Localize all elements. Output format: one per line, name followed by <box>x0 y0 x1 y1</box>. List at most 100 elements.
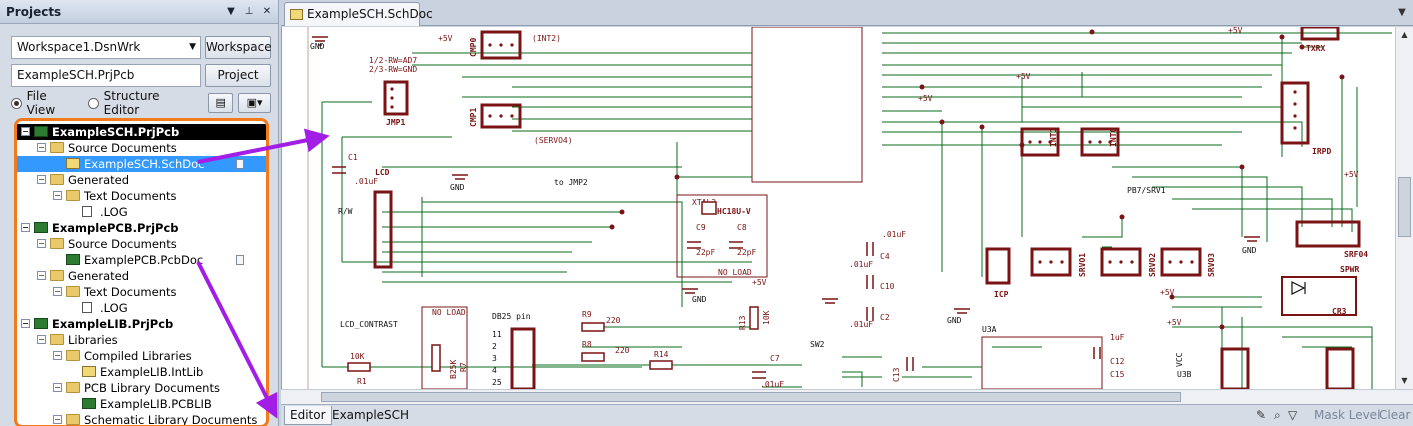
collapse-toggle-icon[interactable]: − <box>53 191 62 200</box>
collapse-toggle-icon[interactable]: − <box>21 319 30 328</box>
tree-item-label: ExampleLIB.PrjPcb <box>52 317 174 331</box>
tree-item[interactable]: −Schematic Library Documents <box>17 412 266 425</box>
folder-icon <box>50 174 64 185</box>
tree-item[interactable]: .LOG <box>17 204 266 220</box>
tree-item[interactable]: −Libraries <box>17 332 266 348</box>
collapse-toggle-icon[interactable]: − <box>53 287 62 296</box>
collapse-toggle-icon[interactable]: − <box>37 335 46 344</box>
project-field[interactable]: ExampleSCH.PrjPcb <box>11 64 201 87</box>
label-c1v: .01uF <box>354 177 378 186</box>
tree-item[interactable]: ExampleLIB.PCBLIB <box>17 396 266 412</box>
ref-int1: INT1 <box>1049 128 1058 147</box>
tree-item-label: Source Documents <box>68 237 177 251</box>
structure-editor-label[interactable]: Structure Editor <box>103 89 160 117</box>
resistors <box>347 306 759 372</box>
mask-level-button[interactable]: Mask Level <box>1314 408 1381 422</box>
project-options-icon[interactable]: ▤ <box>208 93 234 113</box>
collapse-toggle-icon[interactable]: − <box>53 351 62 360</box>
collapse-toggle-icon[interactable]: − <box>37 271 46 280</box>
tree-item[interactable]: − ExampleLIB.PrjPcb <box>17 316 266 332</box>
tree-item[interactable]: −Compiled Libraries <box>17 348 266 364</box>
filter-icon[interactable]: ▽ <box>1288 408 1298 422</box>
projects-panel-header: Projects ▼ ⊥ ✕ <box>0 0 278 24</box>
tree-item[interactable]: − ExampleSCH.PrjPcb <box>17 124 266 140</box>
editor-tab[interactable]: Editor <box>284 406 332 425</box>
schematic-canvas[interactable]: GND +5V 1/2-RW=AD7 2/3-RW=GND (INT2) (SE… <box>281 27 1395 389</box>
label-pin-25: 25 <box>492 378 502 387</box>
pin-icon[interactable]: ⊥ <box>244 5 254 17</box>
label-gnd-6: GND <box>450 183 465 192</box>
pencil-icon[interactable]: ✎ <box>1256 408 1267 422</box>
label-vcc-4: +5V <box>1160 288 1175 297</box>
workspace-button[interactable]: Workspace <box>205 36 272 59</box>
tree-item[interactable]: − PCB Library Documents <box>17 380 266 396</box>
vertical-scroll-thumb[interactable] <box>1398 177 1411 237</box>
tree-item[interactable]: .LOG <box>17 300 266 316</box>
pcb-doc-icon <box>66 254 80 265</box>
wires <box>321 32 1392 389</box>
tree-item-label: Text Documents <box>84 189 177 203</box>
magnifier-icon[interactable]: ⌕ <box>1274 408 1281 422</box>
scroll-up-icon[interactable]: ▲ <box>1401 30 1408 39</box>
label-r9: R9 <box>582 310 592 319</box>
collapse-toggle-icon[interactable]: − <box>21 223 30 232</box>
ref-irpd: IRPD <box>1312 147 1331 156</box>
label-vcc-6: +5V <box>1016 72 1031 81</box>
tree-item-label: ExamplePCB.PcbDoc <box>84 253 204 267</box>
panel-menu-icon[interactable]: ▼ <box>227 5 235 17</box>
label-r9v: 220 <box>606 316 621 325</box>
project-button[interactable]: Project <box>205 64 271 87</box>
label-c8: C8 <box>737 223 747 232</box>
folder-icon <box>50 238 64 249</box>
ref-srvo2: SRVO2 <box>1148 253 1157 277</box>
label-vcc-5: +5V <box>1228 27 1243 35</box>
tree-item[interactable]: −Generated <box>17 268 266 284</box>
capacitors <box>332 166 1101 379</box>
vertical-scrollbar[interactable]: ▲ ▼ <box>1395 27 1413 389</box>
tree-item[interactable]: −Source Documents <box>17 140 266 156</box>
tab-list-chevron-icon[interactable]: ▼ <box>1398 7 1406 18</box>
ref-cmp1: CMP1 <box>469 108 478 127</box>
label-r14: R14 <box>654 350 669 359</box>
clear-button[interactable]: Clear <box>1379 408 1411 422</box>
schematic-labels: GND +5V 1/2-RW=AD7 2/3-RW=GND (INT2) (SE… <box>310 27 1368 389</box>
label-c12v: 1uF <box>1110 333 1125 342</box>
structure-editor-radio[interactable] <box>88 97 99 109</box>
tree-item[interactable]: −Text Documents <box>17 284 266 300</box>
scroll-down-icon[interactable]: ▼ <box>1401 376 1408 385</box>
file-view-label[interactable]: File View <box>26 89 56 117</box>
label-pin-3: 3 <box>492 354 497 363</box>
horizontal-scrollbar[interactable] <box>281 389 1413 404</box>
ref-txrx: TXRX <box>1306 44 1325 53</box>
tree-item-label: ExampleLIB.PCBLIB <box>100 397 212 411</box>
tree-item[interactable]: ExampleLIB.IntLib <box>17 364 266 380</box>
label-c2: C2 <box>880 313 890 322</box>
folder-icon <box>66 414 80 425</box>
label-pin-11: 11 <box>492 330 502 339</box>
tree-item[interactable]: − Text Documents <box>17 188 266 204</box>
tree-item-label: ExampleSCH.PrjPcb <box>52 125 180 139</box>
folder-icon <box>66 350 80 361</box>
sheet-tab[interactable]: ExampleSCH <box>332 408 410 422</box>
collapse-toggle-icon[interactable]: − <box>37 239 46 248</box>
document-menu-icon[interactable]: ▣▾ <box>238 93 271 113</box>
tree-item[interactable]: −ExamplePCB.PrjPcb <box>17 220 266 236</box>
collapse-toggle-icon[interactable]: − <box>37 143 46 152</box>
label-vcc-7: +5V <box>1344 170 1359 179</box>
file-view-radio[interactable] <box>11 97 22 109</box>
collapse-toggle-icon[interactable]: − <box>37 175 46 184</box>
collapse-toggle-icon[interactable]: − <box>53 415 62 424</box>
tree-item[interactable]: − Source Documents <box>17 236 266 252</box>
collapse-toggle-icon[interactable]: − <box>53 383 62 392</box>
tree-item[interactable]: ExamplePCB.PcbDoc <box>17 252 266 268</box>
close-icon[interactable]: ✕ <box>262 5 272 17</box>
tree-item[interactable]: ExampleSCH.SchDoc <box>17 156 266 172</box>
horizontal-scroll-thumb[interactable] <box>321 392 1181 402</box>
tree-item-label: PCB Library Documents <box>84 381 220 395</box>
workspace-dropdown[interactable]: Workspace1.DsnWrk ▼ <box>11 36 201 59</box>
document-tab[interactable]: ExampleSCH.SchDoc <box>284 2 433 26</box>
label-c7: C7 <box>770 354 780 363</box>
tree-item[interactable]: −Generated <box>17 172 266 188</box>
schematic-doc-icon <box>290 9 303 20</box>
collapse-toggle-icon[interactable]: − <box>21 127 30 136</box>
